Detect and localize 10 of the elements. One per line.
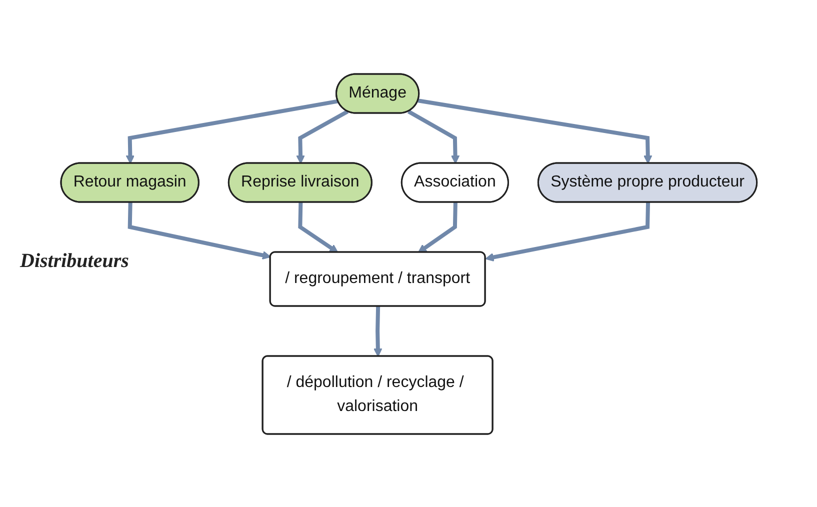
arrow [125, 98, 338, 164]
group-label: Distributeurs [20, 250, 129, 273]
arrow [407, 109, 460, 164]
arrow [298, 202, 338, 252]
arrow [296, 109, 348, 164]
arrow [127, 202, 271, 260]
arrow [417, 202, 458, 252]
arrow [417, 98, 652, 164]
arrow [373, 306, 382, 356]
arrow [484, 202, 650, 262]
